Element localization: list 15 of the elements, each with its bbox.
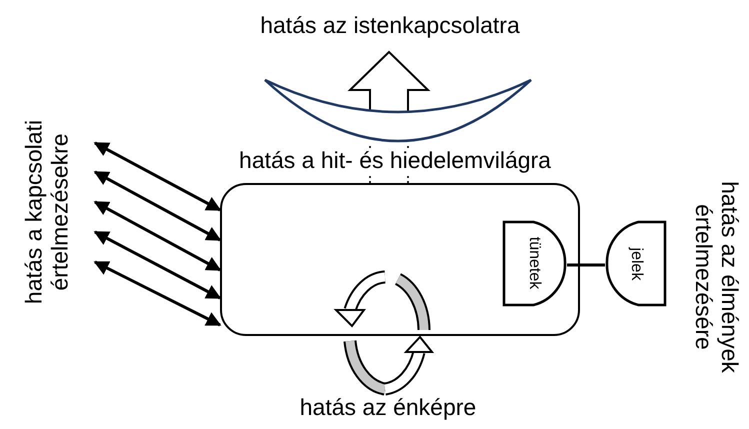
impact-label: hatás az élmények értelmezésére [690,180,742,375]
impact-label: hatás az énképre [298,395,478,421]
impact-label: hatás az istenkapcsolatra [259,13,521,39]
symptom-shape [605,220,667,307]
double-arrow [94,230,222,300]
double-arrow [94,142,222,212]
double-arrow [94,260,222,326]
rounded-box [220,183,580,336]
symptom-shape [502,220,566,306]
connector-line [567,264,605,266]
double-arrow [94,170,222,242]
shape-label: tünetek [525,236,543,290]
shape-label: jelek [627,247,645,280]
impact-label: hatás a kapcsolati értelmezésekre [21,118,73,306]
double-arrow [94,200,222,272]
